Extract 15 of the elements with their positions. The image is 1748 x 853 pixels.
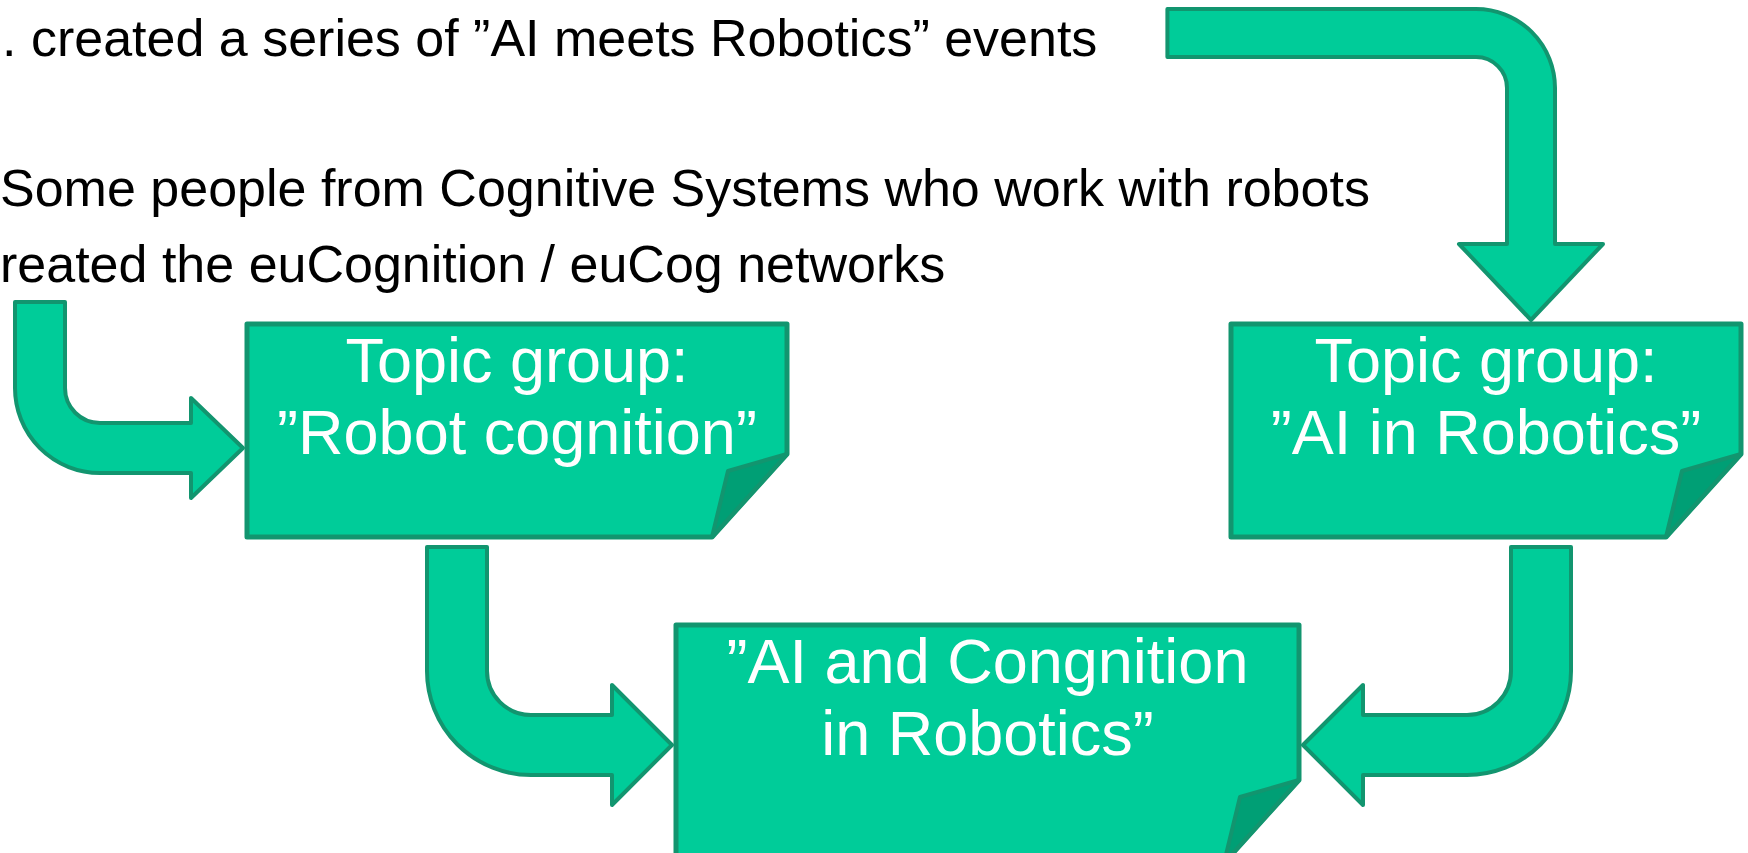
box-text: ”AI in Robotics”	[1269, 396, 1703, 468]
box-text: ”AI and Congnition in Robotics”	[725, 625, 1250, 769]
bent-block-arrow	[1165, 7, 1605, 322]
bent-block-arrow	[13, 300, 245, 500]
text-line: Some people from Cognitive Systems who work with robots	[0, 158, 1370, 219]
box-text: ”Robot cognition”	[276, 396, 758, 468]
folded-note-box	[247, 324, 787, 537]
box-heading: Topic group:	[1313, 324, 1659, 396]
box-heading: Topic group:	[344, 324, 690, 396]
folded-note-box	[676, 625, 1299, 853]
text-line: reated the euCognition / euCog networks	[0, 234, 947, 295]
folded-note-box	[1231, 324, 1741, 537]
bent-block-arrow	[1301, 545, 1573, 807]
text-line: . created a series of ”AI meets Robotics” events	[2, 10, 1098, 66]
bent-block-arrow	[425, 545, 674, 807]
